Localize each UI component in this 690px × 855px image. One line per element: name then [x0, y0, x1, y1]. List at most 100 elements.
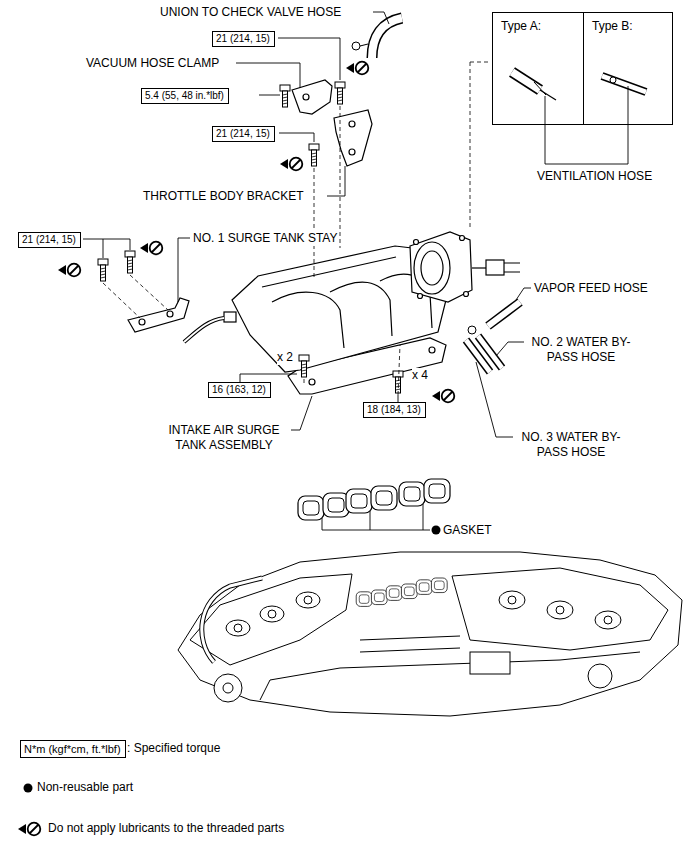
- engine-illustration-part: [260, 652, 640, 700]
- gaskets-part: [399, 479, 450, 506]
- legend-symbols-part: [18, 823, 40, 836]
- torque-box: 21 (214, 15): [212, 31, 275, 47]
- ventilation-hose-types-part: [470, 62, 490, 63]
- leader-lines-part: [291, 396, 312, 430]
- torque-box: 18 (184, 13): [363, 402, 426, 418]
- engine-illustration-part: [547, 601, 573, 619]
- bolts: [98, 82, 403, 393]
- ventilation-hose-types-part: [470, 62, 471, 228]
- surge-tank-stay: [128, 298, 189, 332]
- vacuum-hose-clamp-part: [303, 94, 309, 100]
- torque-box: 16 (163, 12): [208, 382, 271, 398]
- alignment-lines-part: [340, 106, 341, 248]
- box-text: 21 (214, 15): [22, 234, 77, 246]
- engine-illustration-part: [499, 591, 525, 609]
- union-hose: [352, 18, 402, 58]
- engine-illustration-part: [190, 574, 352, 665]
- gaskets-part: [298, 493, 349, 520]
- leader-lines-part: [327, 166, 345, 196]
- engine-illustration-part: [556, 606, 564, 614]
- alignment-lines-part: [398, 345, 400, 395]
- leader-lines-part: [398, 395, 399, 402]
- ventilation-hose-types-part: [512, 72, 540, 90]
- engine-illustration-part: [260, 606, 284, 622]
- bolts-part: [309, 144, 319, 166]
- hoses-part: [488, 302, 520, 326]
- throttle-body-part: [472, 267, 486, 268]
- leader-lines-part: [278, 38, 340, 80]
- part-label: NO. 1 SURGE TANK STAY: [193, 231, 337, 246]
- throttle-body-part: [460, 236, 465, 241]
- throttle-body-part: [418, 294, 423, 299]
- leader-lines-part: [476, 362, 513, 437]
- engine-illustration-part: [452, 568, 668, 650]
- engine-illustration-part: [202, 578, 262, 662]
- part-label: x 4: [412, 368, 428, 383]
- throttle-body-bracket-part: [349, 121, 355, 127]
- surge-tank-stay-part: [139, 319, 145, 325]
- union-hose-part: [372, 18, 402, 58]
- torque-box: 5.4 (55, 48 in.*lbf): [141, 88, 229, 104]
- alignment-lines-part: [103, 283, 140, 318]
- ventilation-hose-types-part: [602, 76, 646, 92]
- throttle-body-part: [504, 263, 520, 272]
- part-label: VENTILATION HOSE: [537, 169, 652, 184]
- surge-tank-part: [262, 257, 396, 287]
- torque-box: 21 (214, 15): [18, 232, 81, 248]
- hoses: [466, 302, 520, 372]
- leader-lines-part: [545, 86, 628, 164]
- ventilation-hose-types: [470, 62, 646, 228]
- throttle-body-part: [414, 242, 450, 294]
- throttle-body-part: [486, 260, 504, 275]
- engine-illustration-part: [588, 664, 612, 688]
- bolts-part: [299, 355, 309, 377]
- union-hose-part: [352, 42, 360, 50]
- torque-box: 21 (214, 15): [212, 126, 275, 142]
- part-label: UNION TO CHECK VALVE HOSE: [160, 5, 341, 20]
- throttle-body-part: [421, 251, 443, 285]
- sensor-wire-part: [224, 312, 236, 322]
- engine-illustration-part: [595, 611, 621, 629]
- engine-illustration-part: [508, 596, 516, 604]
- surge-tank-part: [330, 282, 392, 336]
- sensor-wire-part: [184, 318, 224, 342]
- engine-illustration-part: [226, 620, 250, 636]
- bolts-part: [280, 85, 290, 107]
- bolts-part: [335, 82, 345, 104]
- ventilation-hose-types-part: [512, 72, 540, 90]
- leader-lines-part: [236, 63, 300, 88]
- engine-illustration-part: [178, 552, 682, 716]
- no-lubricant-symbols-part: [58, 264, 80, 277]
- legend-text: Non-reusable part: [37, 780, 133, 794]
- leader-lines-part: [259, 95, 280, 96]
- surge-tank-stay-part: [128, 298, 189, 332]
- throttle-body-part: [414, 240, 419, 245]
- box-text: N*m (kgf*cm, ft.*lbf): [24, 742, 122, 756]
- gaskets: [298, 479, 450, 535]
- engine-illustration-part: [268, 610, 276, 618]
- box-text: Type B:: [592, 19, 664, 34]
- alignment-lines-part: [304, 379, 305, 386]
- legend-row: Non-reusable part: [37, 780, 133, 795]
- legend-symbols-part: [24, 784, 33, 793]
- legend-row: Do not apply lubricants to the threaded …: [48, 821, 284, 836]
- legend-text: Do not apply lubricants to the threaded …: [48, 821, 284, 835]
- no-lubricant-symbols-part: [280, 158, 302, 171]
- throttle-body-bracket-part: [349, 149, 355, 155]
- throttle-body-part: [410, 232, 472, 302]
- hoses-part: [478, 336, 502, 368]
- part-label: NO. 2 WATER BY-PASS HOSE: [525, 335, 637, 365]
- surge-tank-stay-part: [167, 311, 173, 317]
- box-text: Type A:: [501, 19, 575, 34]
- engine-illustration: [178, 552, 682, 716]
- ventilation-hose-types-part: [534, 82, 546, 95]
- no-lubricant-symbols-part: [346, 62, 368, 75]
- legend-torque-box: N*m (kgf*cm, ft.*lbf): [20, 740, 126, 758]
- gaskets-part: [346, 486, 397, 513]
- engine-illustration-part: [604, 616, 612, 624]
- engine-illustration-part: [470, 652, 510, 674]
- hoses-part: [478, 336, 502, 368]
- alignment-lines-part: [130, 275, 168, 310]
